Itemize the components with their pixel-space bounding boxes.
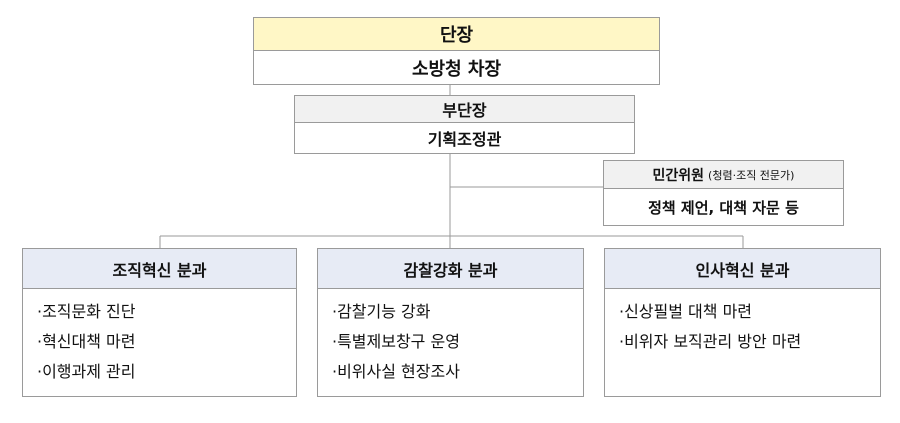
task-item: ·감찰기능 강화: [332, 302, 431, 321]
advisors-box: 민간위원 (청렴·조직 전문가) 정책 제언, 대책 자문 등: [603, 160, 844, 226]
team-task-list: ·신상필벌 대책 마련 ·비위자 보직관리 방안 마련: [605, 289, 880, 357]
advisors-role-note: (청렴·조직 전문가): [708, 168, 795, 182]
team-box-inspection: 감찰강화 분과 ·감찰기능 강화 ·특별제보창구 운영 ·비위사실 현장조사: [317, 248, 584, 397]
team-task-list: ·조직문화 진단 ·혁신대책 마련 ·이행과제 관리: [23, 289, 296, 387]
task-item: ·비위사실 현장조사: [332, 362, 460, 381]
advisors-role: 민간위원: [652, 167, 705, 184]
team-box-organization: 조직혁신 분과 ·조직문화 진단 ·혁신대책 마련 ·이행과제 관리: [22, 248, 297, 397]
team-name: 감찰강화 분과: [318, 249, 583, 289]
team-name: 조직혁신 분과: [23, 249, 296, 289]
task-item: ·특별제보창구 운영: [332, 332, 460, 351]
task-item: ·비위자 보직관리 방안 마련: [619, 332, 802, 351]
team-task-list: ·감찰기능 강화 ·특별제보창구 운영 ·비위사실 현장조사: [318, 289, 583, 387]
task-item: ·조직문화 진단: [37, 302, 136, 321]
deputy-person: 기획조정관: [427, 130, 502, 149]
team-name: 인사혁신 분과: [605, 249, 880, 289]
head-role: 단장: [254, 18, 659, 51]
task-item: ·이행과제 관리: [37, 362, 136, 381]
task-item: ·신상필벌 대책 마련: [619, 302, 753, 321]
deputy-box: 부단장 기획조정관: [294, 95, 635, 154]
deputy-role: 부단장: [295, 96, 634, 123]
task-item: ·혁신대책 마련: [37, 332, 136, 351]
head-box: 단장 소방청 차장: [253, 17, 660, 85]
advisors-header: 민간위원 (청렴·조직 전문가): [604, 161, 843, 189]
team-box-personnel: 인사혁신 분과 ·신상필벌 대책 마련 ·비위자 보직관리 방안 마련: [604, 248, 881, 397]
head-person: 소방청 차장: [411, 58, 502, 80]
advisors-duty: 정책 제언, 대책 자문 등: [648, 198, 799, 217]
